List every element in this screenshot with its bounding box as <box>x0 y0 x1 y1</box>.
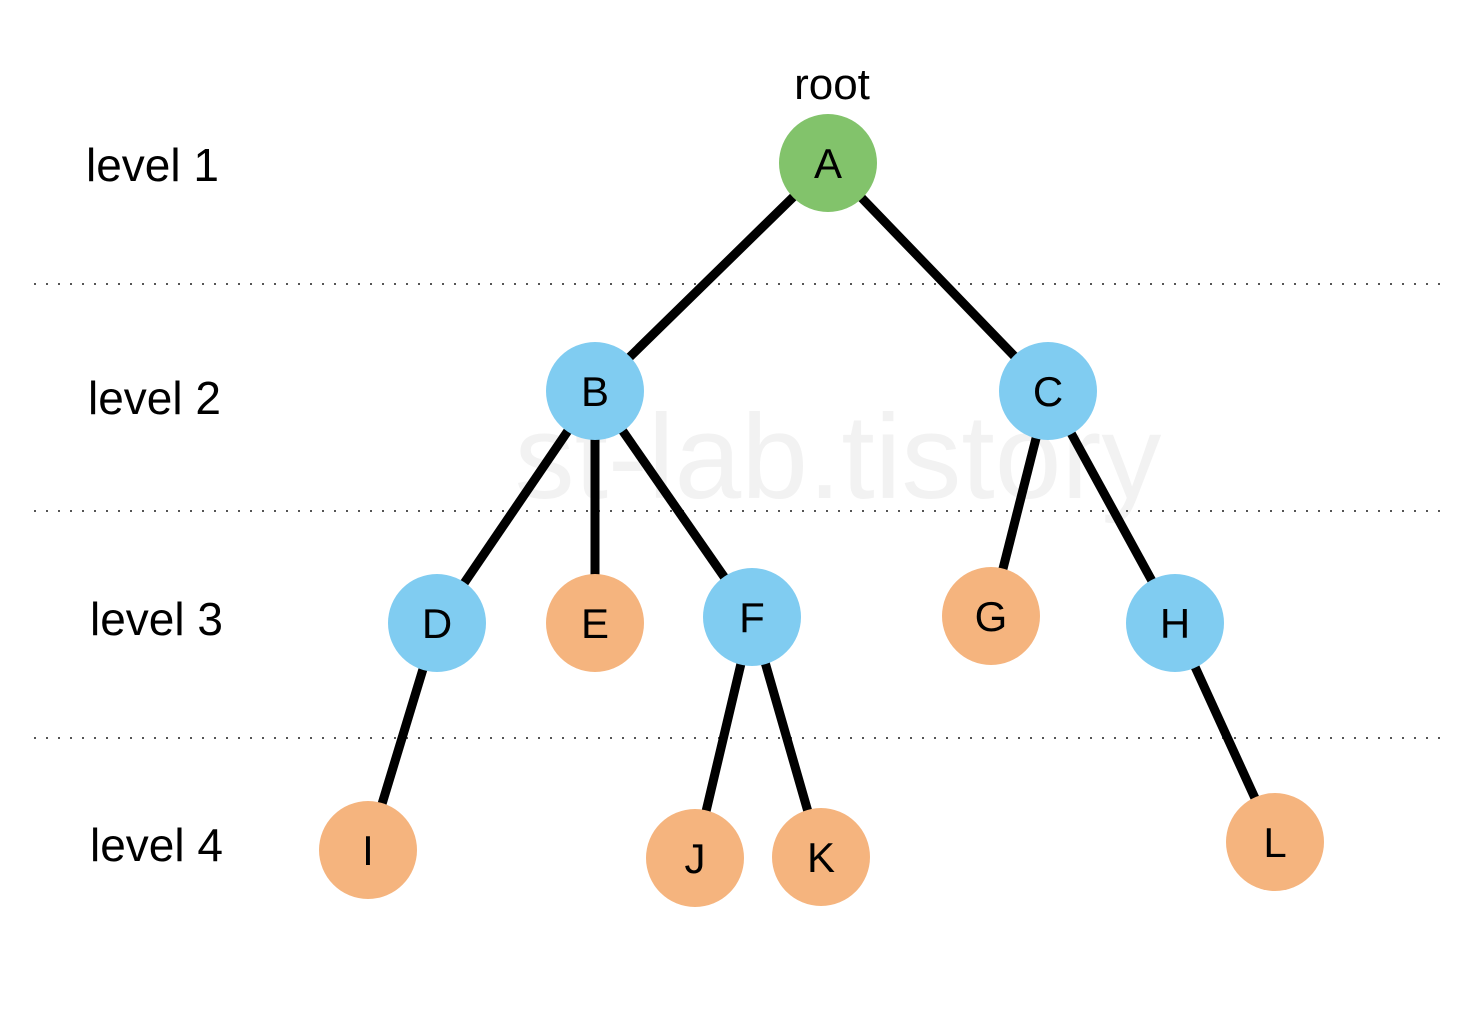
edge-a-c <box>824 159 1052 395</box>
node-label-c: C <box>1033 368 1063 415</box>
tree-node-j: J <box>646 809 744 907</box>
level-labels: level 1 level 2 level 3 level 4 <box>86 139 223 871</box>
node-label-d: D <box>422 600 452 647</box>
node-label-e: E <box>581 600 609 647</box>
node-circle-b <box>546 342 644 440</box>
edge-a-b <box>591 159 832 395</box>
level-label-1: level 1 <box>86 139 219 191</box>
node-circle-k <box>772 808 870 906</box>
tree-node-a: A <box>779 114 877 212</box>
tree-node-l: L <box>1226 793 1324 891</box>
node-label-l: L <box>1263 819 1286 866</box>
node-label-f: F <box>739 594 765 641</box>
tree-node-e: E <box>546 574 644 672</box>
node-circle-a <box>779 114 877 212</box>
node-label-b: B <box>581 368 609 415</box>
tree-nodes: A B C D E F G H I J K L <box>319 114 1324 907</box>
node-circle-g <box>942 567 1040 665</box>
tree-node-f: F <box>703 568 801 666</box>
tree-node-b: B <box>546 342 644 440</box>
node-label-a: A <box>814 140 842 187</box>
node-label-g: G <box>975 593 1008 640</box>
node-circle-c <box>999 342 1097 440</box>
root-label: root <box>794 60 870 109</box>
node-label-h: H <box>1160 600 1190 647</box>
level-label-4: level 4 <box>90 819 223 871</box>
node-label-i: I <box>362 827 374 874</box>
node-circle-h <box>1126 574 1224 672</box>
tree-node-g: G <box>942 567 1040 665</box>
level-label-2: level 2 <box>88 372 221 424</box>
tree-node-k: K <box>772 808 870 906</box>
node-circle-e <box>546 574 644 672</box>
node-circle-l <box>1226 793 1324 891</box>
node-label-j: J <box>685 835 706 882</box>
level-label-3: level 3 <box>90 593 223 645</box>
node-circle-f <box>703 568 801 666</box>
node-label-k: K <box>807 834 835 881</box>
node-circle-i <box>319 801 417 899</box>
node-circle-d <box>388 574 486 672</box>
tree-node-h: H <box>1126 574 1224 672</box>
tree-node-d: D <box>388 574 486 672</box>
tree-node-c: C <box>999 342 1097 440</box>
tree-node-i: I <box>319 801 417 899</box>
node-circle-j <box>646 809 744 907</box>
